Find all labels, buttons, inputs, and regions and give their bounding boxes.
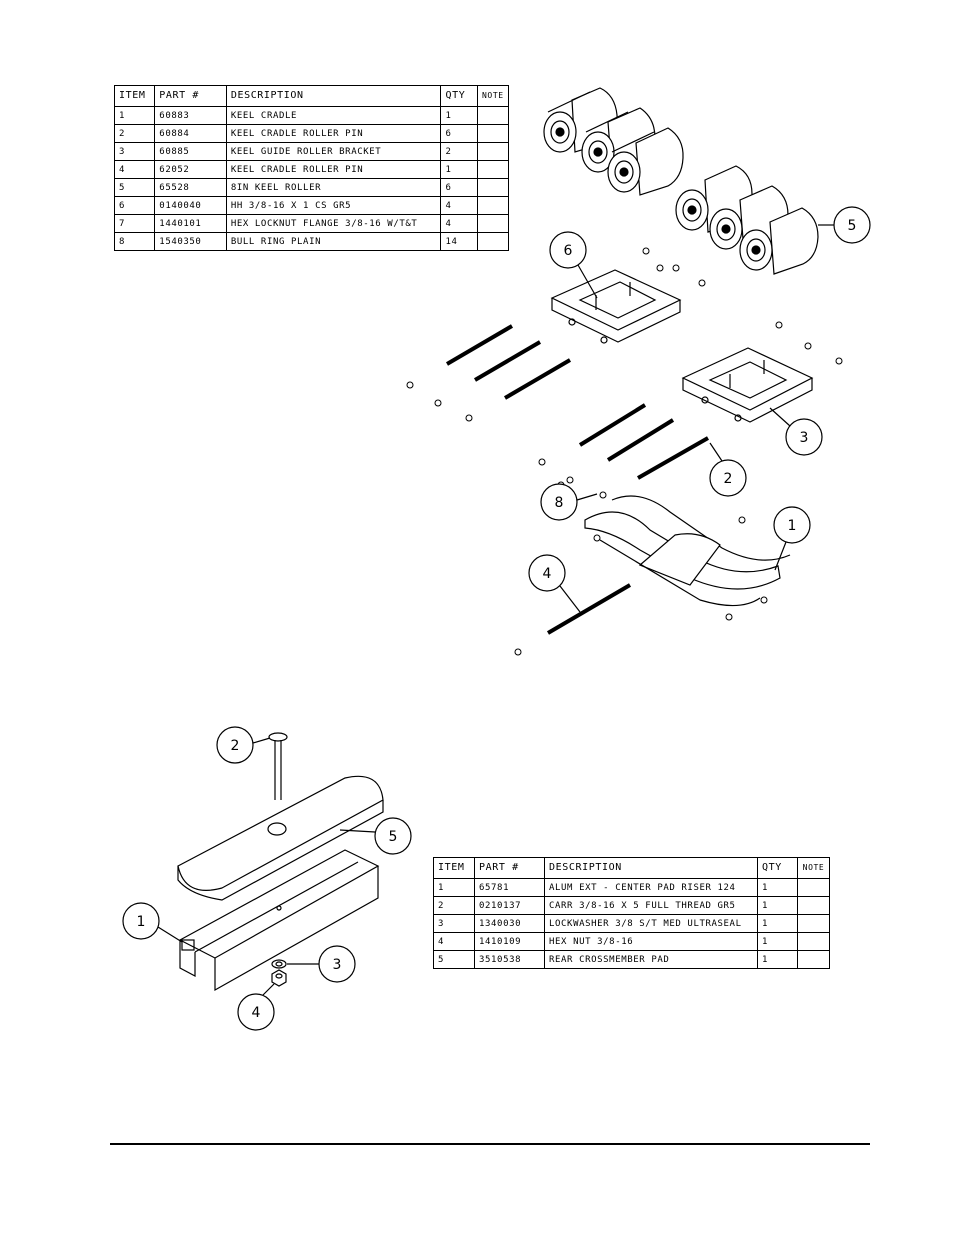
callout-label: 4: [543, 566, 552, 582]
table-header-row: ITEM PART # DESCRIPTION QTY NOTE: [113, 85, 510, 107]
cell-qty: 14: [440, 232, 478, 251]
keel-roller-group-lower: [675, 165, 819, 275]
callout-label: 5: [389, 829, 398, 845]
callout-label: 2: [231, 738, 240, 754]
rear-crossmember-pad: [177, 775, 384, 901]
cell-description: BULL RING PLAIN: [225, 232, 442, 251]
callout-label: 5: [848, 218, 857, 234]
callout-label: 4: [252, 1005, 261, 1021]
callout-label: 6: [564, 243, 573, 259]
roller-pin: [473, 340, 542, 382]
aluminum-extrusion-riser: [178, 849, 380, 992]
callout-label: 3: [333, 957, 342, 973]
hex-nut: [271, 969, 287, 987]
cell-item: 5: [433, 950, 475, 969]
roller-pin: [606, 418, 675, 462]
keel-roller: [607, 127, 684, 196]
callout-balloons-top: [528, 206, 871, 613]
cell-qty: 1: [757, 950, 798, 969]
roller-pin: [637, 436, 709, 480]
cell-note: [797, 950, 830, 969]
keel-guide-roller-bracket: [550, 269, 682, 344]
cell-note: [476, 232, 510, 251]
callout-label: 2: [724, 471, 733, 487]
roller-pin: [445, 324, 514, 366]
footer-rule: [110, 1143, 870, 1145]
callout-label: 3: [800, 430, 809, 446]
carriage-bolt: [268, 732, 288, 800]
callout-label: 8: [555, 495, 564, 511]
keel-roller: [739, 207, 819, 275]
keel-roller-group-upper: [543, 87, 684, 196]
keel-cradle: [584, 495, 791, 607]
lockwasher: [271, 959, 287, 969]
callout-balloons-bottom: [122, 726, 412, 1031]
roller-pin-long: [546, 583, 632, 635]
keel-guide-roller-bracket: [681, 347, 814, 423]
cell-item: 7: [113, 214, 156, 233]
header-note: NOTE: [476, 85, 510, 107]
cell-item: 8: [113, 232, 156, 251]
roller-pin: [503, 358, 572, 400]
callout-label: 1: [788, 518, 797, 534]
roller-pin: [578, 403, 647, 447]
callout-label: 1: [137, 914, 146, 930]
